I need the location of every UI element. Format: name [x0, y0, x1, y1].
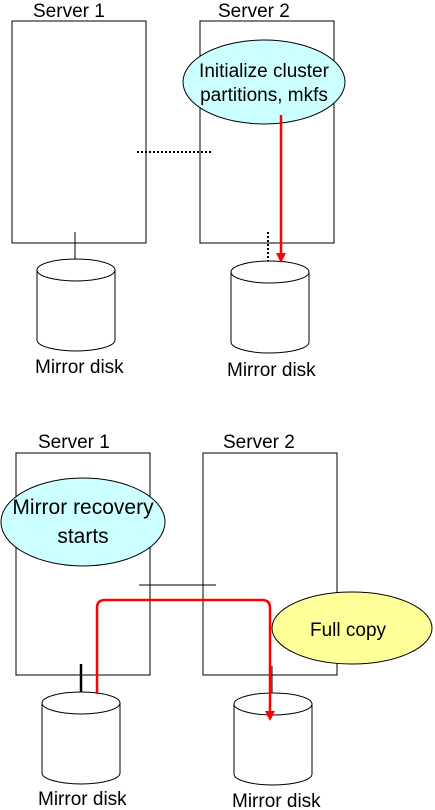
bottom-disk1: [41, 691, 121, 785]
top-disk1-label: Mirror disk: [35, 357, 124, 378]
bottom-bubble-line2: starts: [57, 525, 108, 548]
bottom-bubble-line1-a: Mirror: [12, 496, 73, 519]
top-server2-box: [199, 20, 335, 244]
bottom-panel: Server 1 Server 2 Mirror disk Mirror dis…: [0, 432, 433, 810]
top-panel: Server 1 Server 2 Mirror disk Mirror dis…: [11, 1, 346, 381]
top-disk2-label: Mirror disk: [227, 360, 316, 381]
top-server1-label: Server 1: [33, 1, 105, 22]
bottom-server2-label: Server 2: [223, 432, 295, 453]
bottom-disk2-label: Mirror disk: [232, 791, 321, 810]
bottom-bubble-line1-b: recovery: [73, 496, 154, 519]
top-initialize-bubble: [182, 39, 346, 125]
top-disk2: [230, 260, 310, 354]
bottom-bubble-line1: Mirror recovery: [12, 496, 154, 519]
top-server1-box: [11, 20, 147, 244]
bottom-fullcopy-arrow: [95, 598, 275, 721]
bottom-recovery-bubble: [0, 477, 166, 567]
top-bubble-line1: Initialize cluster: [199, 61, 330, 82]
top-disk1: [36, 258, 116, 352]
bottom-fullcopy-bubble: [271, 591, 433, 665]
bottom-server1-box: [15, 452, 151, 676]
bottom-fullcopy-label: Full copy: [310, 620, 387, 641]
bottom-disk2: [233, 692, 313, 786]
top-server2-label: Server 2: [218, 1, 290, 22]
bottom-disk1-label: Mirror disk: [38, 789, 127, 810]
top-bubble-line2: partitions, mkfs: [200, 85, 328, 106]
bottom-server1-label: Server 1: [38, 432, 110, 453]
